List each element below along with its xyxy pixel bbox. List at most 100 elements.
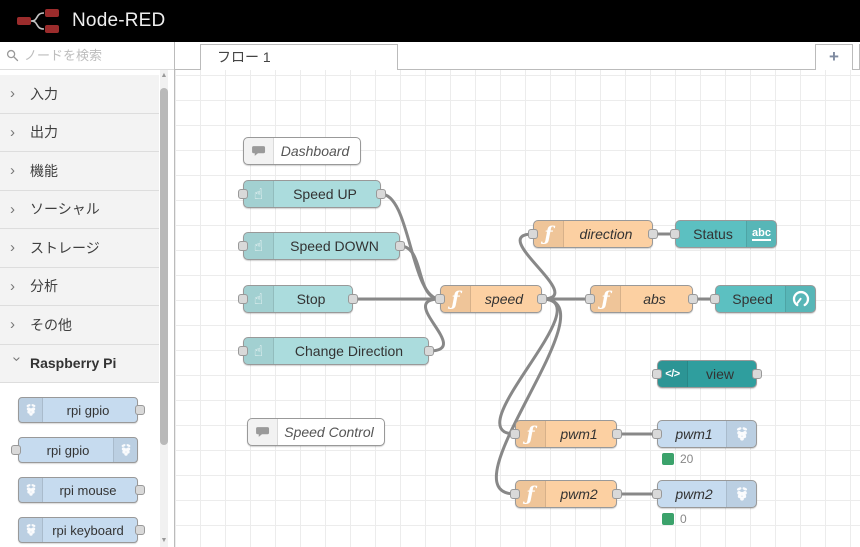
palette-category-label: Raspberry Pi — [30, 355, 117, 372]
input-port-btn_up[interactable] — [238, 189, 248, 199]
node-status-g_pwm2: 0 — [662, 512, 687, 526]
flow-node-w_gauge[interactable]: Speed — [715, 285, 816, 313]
function-icon: ƒ — [591, 286, 621, 312]
palette-category-7[interactable]: ›Raspberry Pi — [0, 344, 159, 383]
palette-node-port — [11, 445, 21, 455]
input-port-f_pwm2[interactable] — [510, 489, 520, 499]
palette-category-1[interactable]: › 出力 — [0, 113, 159, 152]
palette-category-3[interactable]: ›ソーシャル — [0, 190, 159, 229]
node-label: Speed UP — [293, 186, 357, 202]
palette-category-4[interactable]: ›ストレージ — [0, 229, 159, 268]
flow-node-btn_dir[interactable]: ☝ Change Direction — [243, 337, 429, 365]
input-port-f_pwm1[interactable] — [510, 429, 520, 439]
palette-category-2[interactable]: ›機能 — [0, 152, 159, 191]
status-text: 0 — [680, 512, 687, 526]
palette-category-0[interactable]: ›入力 — [0, 75, 159, 114]
flow-node-g_pwm1[interactable]: pwm1 — [657, 420, 757, 448]
wire-f_speed-f_direction[interactable] — [518, 232, 557, 301]
input-port-g_pwm2[interactable] — [652, 489, 662, 499]
flow-node-btn_stop[interactable]: ☝Stop — [243, 285, 353, 313]
input-port-btn_down[interactable] — [238, 241, 248, 251]
input-port-w_status[interactable] — [670, 229, 680, 239]
wire-btn_dir-f_speed[interactable] — [424, 297, 445, 353]
palette-node-label: rpi gpio — [46, 442, 90, 458]
raspberry-icon — [726, 421, 756, 447]
input-port-btn_stop[interactable] — [238, 294, 248, 304]
node-label: Speed Control — [284, 424, 374, 440]
flow-node-g_pwm2[interactable]: pwm2 — [657, 480, 757, 508]
input-port-f_abs[interactable] — [585, 294, 595, 304]
wire-btn_down-f_speed[interactable] — [398, 244, 442, 301]
scrollbar-thumb[interactable] — [160, 88, 168, 445]
flow-node-f_abs[interactable]: ƒ abs — [590, 285, 693, 313]
input-port-w_view[interactable] — [652, 369, 662, 379]
button-icon: ☝ — [244, 338, 274, 364]
output-port-btn_down[interactable] — [395, 241, 405, 251]
flow-node-comment1[interactable]: Dashboard — [243, 137, 361, 165]
scroll-up-icon[interactable]: ▲ — [160, 72, 168, 79]
palette-scrollbar[interactable]: ▲ ▼ — [160, 70, 168, 547]
tab-flow-1[interactable]: フロー 1 — [200, 44, 398, 70]
input-port-f_speed[interactable] — [435, 294, 445, 304]
gauge-icon — [785, 286, 815, 312]
output-port-f_direction[interactable] — [648, 229, 658, 239]
palette-node-rpi-keyboard-3[interactable]: rpi keyboard — [18, 517, 145, 543]
flow-node-comment2[interactable]: Speed Control — [247, 418, 385, 446]
node-palette: ›入力›出力›機能›ソーシャル›ストレージ›分析›その他›Raspberry P… — [0, 42, 175, 547]
palette-node-label: rpi mouse — [59, 482, 117, 498]
node-label: speed — [484, 291, 524, 307]
flow-canvas[interactable]: Dashboard ☝Speed UP ☝Speed DOWN ☝Stop ☝ Chang… — [175, 70, 860, 547]
palette-node-port — [135, 525, 145, 535]
chevron-icon: › — [10, 123, 15, 141]
palette-category-label: 出力 — [30, 124, 58, 141]
flow-node-w_view[interactable]: </>view — [657, 360, 757, 388]
flow-node-btn_up[interactable]: ☝Speed UP — [243, 180, 381, 208]
palette-search — [0, 42, 174, 70]
scroll-down-icon[interactable]: ▼ — [160, 537, 168, 544]
node-label: abs — [643, 291, 666, 307]
palette-node-rpi-gpio-1[interactable]: rpi gpio — [11, 437, 138, 463]
workspace: フロー 1 + Dashboard☝Speed UP☝Speed DOWN☝St… — [175, 42, 860, 547]
add-tab-button[interactable]: + — [815, 44, 853, 70]
palette-category-5[interactable]: ›分析 — [0, 267, 159, 306]
node-label: Change Direction — [294, 343, 404, 359]
input-port-w_gauge[interactable] — [710, 294, 720, 304]
node-label: pwm1 — [560, 426, 598, 442]
node-label: Stop — [296, 291, 326, 307]
status-text: 20 — [680, 452, 694, 466]
palette-node-port — [135, 405, 145, 415]
palette-category-label: ストレージ — [30, 239, 100, 256]
output-port-btn_up[interactable] — [376, 189, 386, 199]
palette-node-rpi-mouse-2[interactable]: rpi mouse — [18, 477, 145, 503]
output-port-w_view[interactable] — [752, 369, 762, 379]
output-port-btn_dir[interactable] — [424, 346, 434, 356]
wire-f_speed-f_pwm1[interactable] — [498, 297, 559, 436]
palette-category-label: 機能 — [30, 162, 58, 179]
palette-category-label: その他 — [30, 316, 72, 333]
flow-node-btn_down[interactable]: ☝Speed DOWN — [243, 232, 400, 260]
output-port-f_abs[interactable] — [688, 294, 698, 304]
chevron-icon: › — [10, 200, 15, 218]
wire-f_speed-f_pwm2[interactable] — [494, 297, 563, 496]
output-port-f_pwm2[interactable] — [612, 489, 622, 499]
input-port-f_direction[interactable] — [528, 229, 538, 239]
output-port-f_pwm1[interactable] — [612, 429, 622, 439]
output-port-f_speed[interactable] — [537, 294, 547, 304]
palette-node-rpi-gpio-0[interactable]: rpi gpio — [18, 397, 145, 423]
input-port-btn_dir[interactable] — [238, 346, 248, 356]
palette-node-port — [135, 485, 145, 495]
node-label: pwm2 — [560, 486, 598, 502]
comment-icon — [244, 138, 274, 164]
node-label: pwm2 — [675, 486, 713, 502]
input-port-g_pwm1[interactable] — [652, 429, 662, 439]
search-input[interactable] — [24, 48, 154, 63]
palette-category-6[interactable]: ›その他 — [0, 306, 159, 345]
node-status-g_pwm1: 20 — [662, 452, 693, 466]
function-icon: ƒ — [441, 286, 471, 312]
output-port-btn_stop[interactable] — [348, 294, 358, 304]
